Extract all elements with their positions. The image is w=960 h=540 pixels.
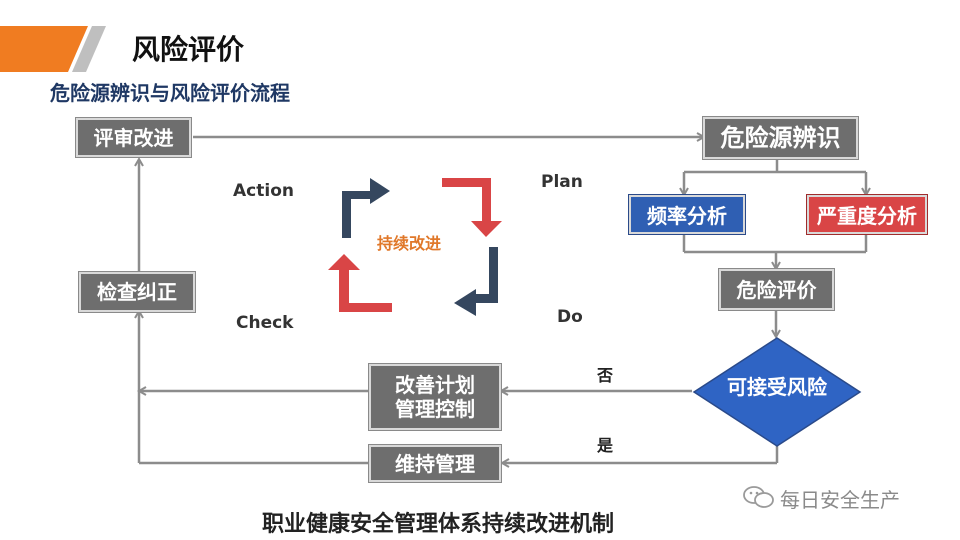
node-improve-plan: 改善计划 管理控制 [369, 364, 501, 430]
node-review-improve: 评审改进 [76, 118, 191, 157]
page-subtitle: 危险源辨识与风险评价流程 [50, 81, 290, 105]
wechat-icon [743, 486, 774, 508]
pdca-center-label: 持续改进 [377, 234, 442, 253]
node-maintain-management: 维持管理 [369, 445, 501, 482]
pdca-arrow-do [454, 247, 498, 316]
node-hazard-identification: 危险源辨识 [703, 117, 858, 159]
pdca-label-do: Do [557, 307, 583, 327]
pdca-label-check: Check [236, 313, 294, 333]
edge-label-no: 否 [597, 366, 614, 385]
pdca-label-plan: Plan [541, 172, 583, 192]
node-acceptable-risk-label: 可接受风险 [727, 375, 827, 399]
node-severity-analysis: 严重度分析 [807, 195, 927, 234]
node-hazard-evaluation: 危险评价 [719, 269, 834, 310]
pdca-arrow-check [328, 254, 392, 312]
edge-label-yes: 是 [597, 436, 614, 455]
page-title: 风险评价 [132, 33, 245, 66]
header-accent-stripes [0, 26, 106, 72]
pdca-arrow-plan [442, 178, 502, 237]
node-frequency-analysis: 频率分析 [629, 195, 745, 234]
pdca-cycle-graphic [328, 178, 502, 316]
pdca-label-action: Action [233, 181, 294, 201]
watermark-text: 每日安全生产 [780, 488, 900, 512]
diagram-caption: 职业健康安全管理体系持续改进机制 [262, 512, 615, 537]
pdca-arrow-action [342, 178, 390, 238]
node-check-correct: 检查纠正 [79, 272, 195, 312]
node-acceptable-risk-diamond [692, 337, 862, 447]
